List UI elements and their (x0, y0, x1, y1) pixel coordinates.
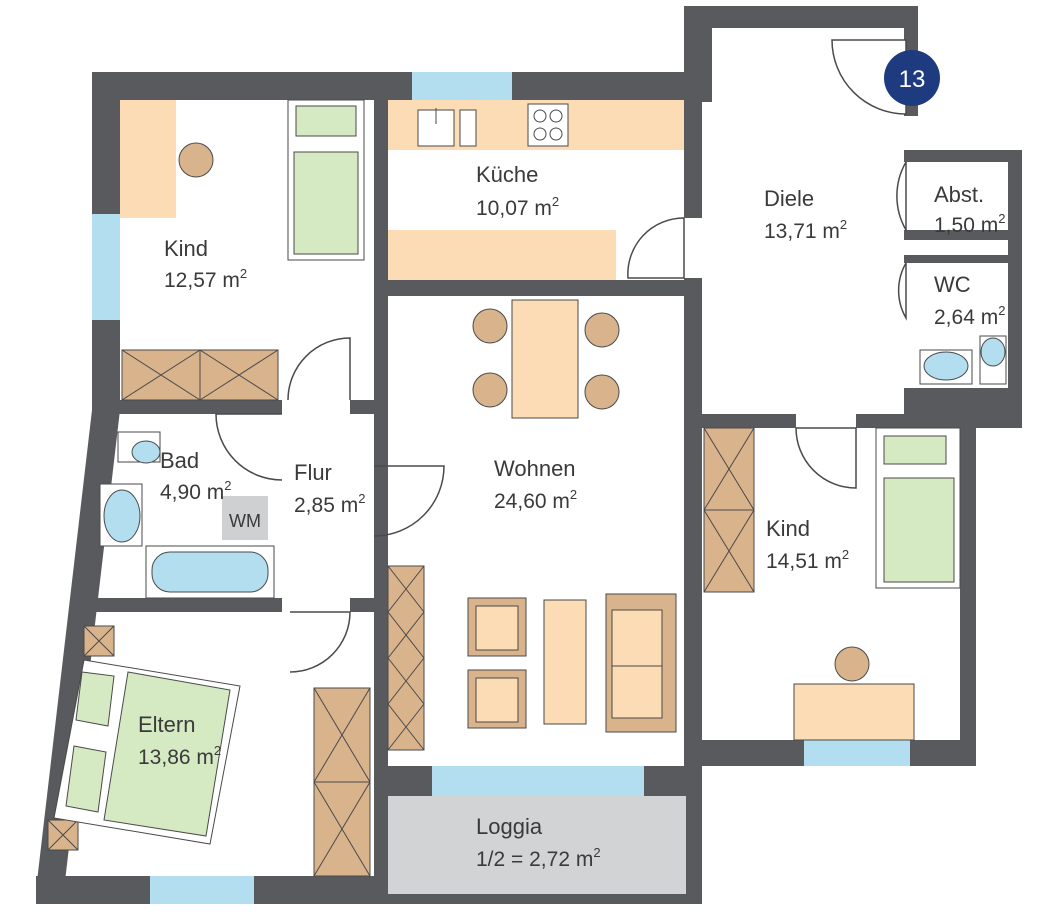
label-diele: Diele 13,71 m2 (764, 186, 847, 243)
door-kitchen (627, 217, 685, 279)
chair-icon (472, 372, 508, 408)
walls (36, 6, 1022, 904)
room-area: 14,51 m2 (766, 547, 849, 573)
label-kind2: Kind 14,51 m2 (766, 516, 849, 573)
room-area: 13,71 m2 (764, 217, 847, 243)
room-area: 10,07 m2 (476, 194, 559, 220)
door-wohnen (373, 465, 445, 537)
pillow-kind1 (295, 105, 357, 137)
label-kueche: Küche 10,07 m2 (476, 162, 559, 220)
door-wc (897, 262, 907, 321)
doors (215, 39, 907, 673)
door-kind1 (287, 337, 351, 401)
room-name: Bad (160, 448, 199, 473)
label-kind1: Kind 12,57 m2 (164, 236, 247, 292)
room-area: 13,86 m2 (138, 743, 221, 769)
stove-icon (527, 103, 569, 147)
pillow-kind2 (883, 435, 947, 465)
room-area: 24,60 m2 (494, 487, 577, 513)
unit-badge-circle (884, 50, 940, 106)
dining-table (511, 299, 579, 419)
window-eltern (150, 876, 254, 904)
unit-badge-number: 13 (899, 66, 926, 93)
wm-box (222, 496, 268, 540)
label-flur: Flur 2,85 m2 (294, 460, 365, 517)
pillow-eltern (65, 745, 107, 813)
room-name: Flur (294, 460, 332, 485)
unit-badge: 13 (884, 50, 940, 106)
room-name: Eltern (138, 712, 195, 737)
label-abst: Abst. 1,50 m2 (934, 182, 1005, 237)
room-name: Abst. (934, 182, 984, 207)
door-abst (896, 161, 907, 233)
shelf-wohnen (387, 565, 425, 751)
chair-kind1 (178, 142, 214, 178)
label-bad: Bad 4,90 m2 (160, 448, 231, 504)
coffee-table (543, 599, 587, 725)
pillow-eltern (75, 671, 115, 727)
kitchen-counter-bottom (388, 230, 616, 280)
furniture-kitchen (417, 103, 569, 147)
window-kind2 (804, 740, 910, 766)
door-bad (215, 413, 283, 481)
furniture-kind1 (120, 99, 365, 401)
blanket-eltern (103, 671, 231, 837)
room-name: Diele (764, 186, 814, 211)
window-kitchen (412, 72, 512, 100)
sink-drain-icon (459, 109, 477, 147)
door-kind2 (795, 427, 857, 489)
room-area: 2,64 m2 (934, 303, 1005, 329)
room-name: Wohnen (494, 456, 576, 481)
bed-kind2 (883, 477, 955, 583)
window-wohnen (432, 766, 644, 796)
room-name: Kind (766, 516, 810, 541)
furniture-wohnen (387, 299, 677, 751)
room-name: Kind (164, 236, 208, 261)
furniture-kind2 (703, 427, 961, 741)
room-name: WC (934, 272, 971, 297)
chair-icon (472, 308, 508, 344)
desk-kind2 (793, 683, 915, 741)
furniture-wc (919, 335, 1007, 385)
room-area: 4,90 m2 (160, 478, 231, 504)
furniture-bad (99, 431, 275, 599)
door-eltern (289, 611, 351, 673)
room-area: 2,85 m2 (294, 491, 365, 517)
chair-icon (584, 374, 620, 410)
label-eltern: Eltern 13,86 m2 (138, 712, 221, 769)
label-loggia: Loggia 1/2 = 2,72 m2 (476, 814, 601, 871)
windows (92, 72, 910, 904)
desk-kind1 (120, 100, 176, 218)
room-area: 12,57 m2 (164, 266, 247, 292)
room-labels: Kind 12,57 m2 Küche 10,07 m2 Diele 13,71… (138, 162, 1005, 871)
furniture-eltern (47, 625, 371, 877)
chair-kind2 (834, 646, 870, 682)
door-entry (831, 39, 907, 115)
room-name: Küche (476, 162, 538, 187)
label-wohnen: Wohnen 24,60 m2 (494, 456, 577, 513)
bed-kind1 (293, 151, 359, 255)
room-area: 1,50 m2 (934, 211, 1005, 237)
room-name: Loggia (476, 814, 543, 839)
window-kind1-left (92, 214, 120, 320)
room-area: 1/2 = 2,72 m2 (476, 845, 601, 871)
label-wc: WC 2,64 m2 (934, 272, 1005, 329)
wm-label: WM (229, 511, 261, 531)
loggia-floor (388, 796, 686, 894)
chair-icon (584, 312, 620, 348)
